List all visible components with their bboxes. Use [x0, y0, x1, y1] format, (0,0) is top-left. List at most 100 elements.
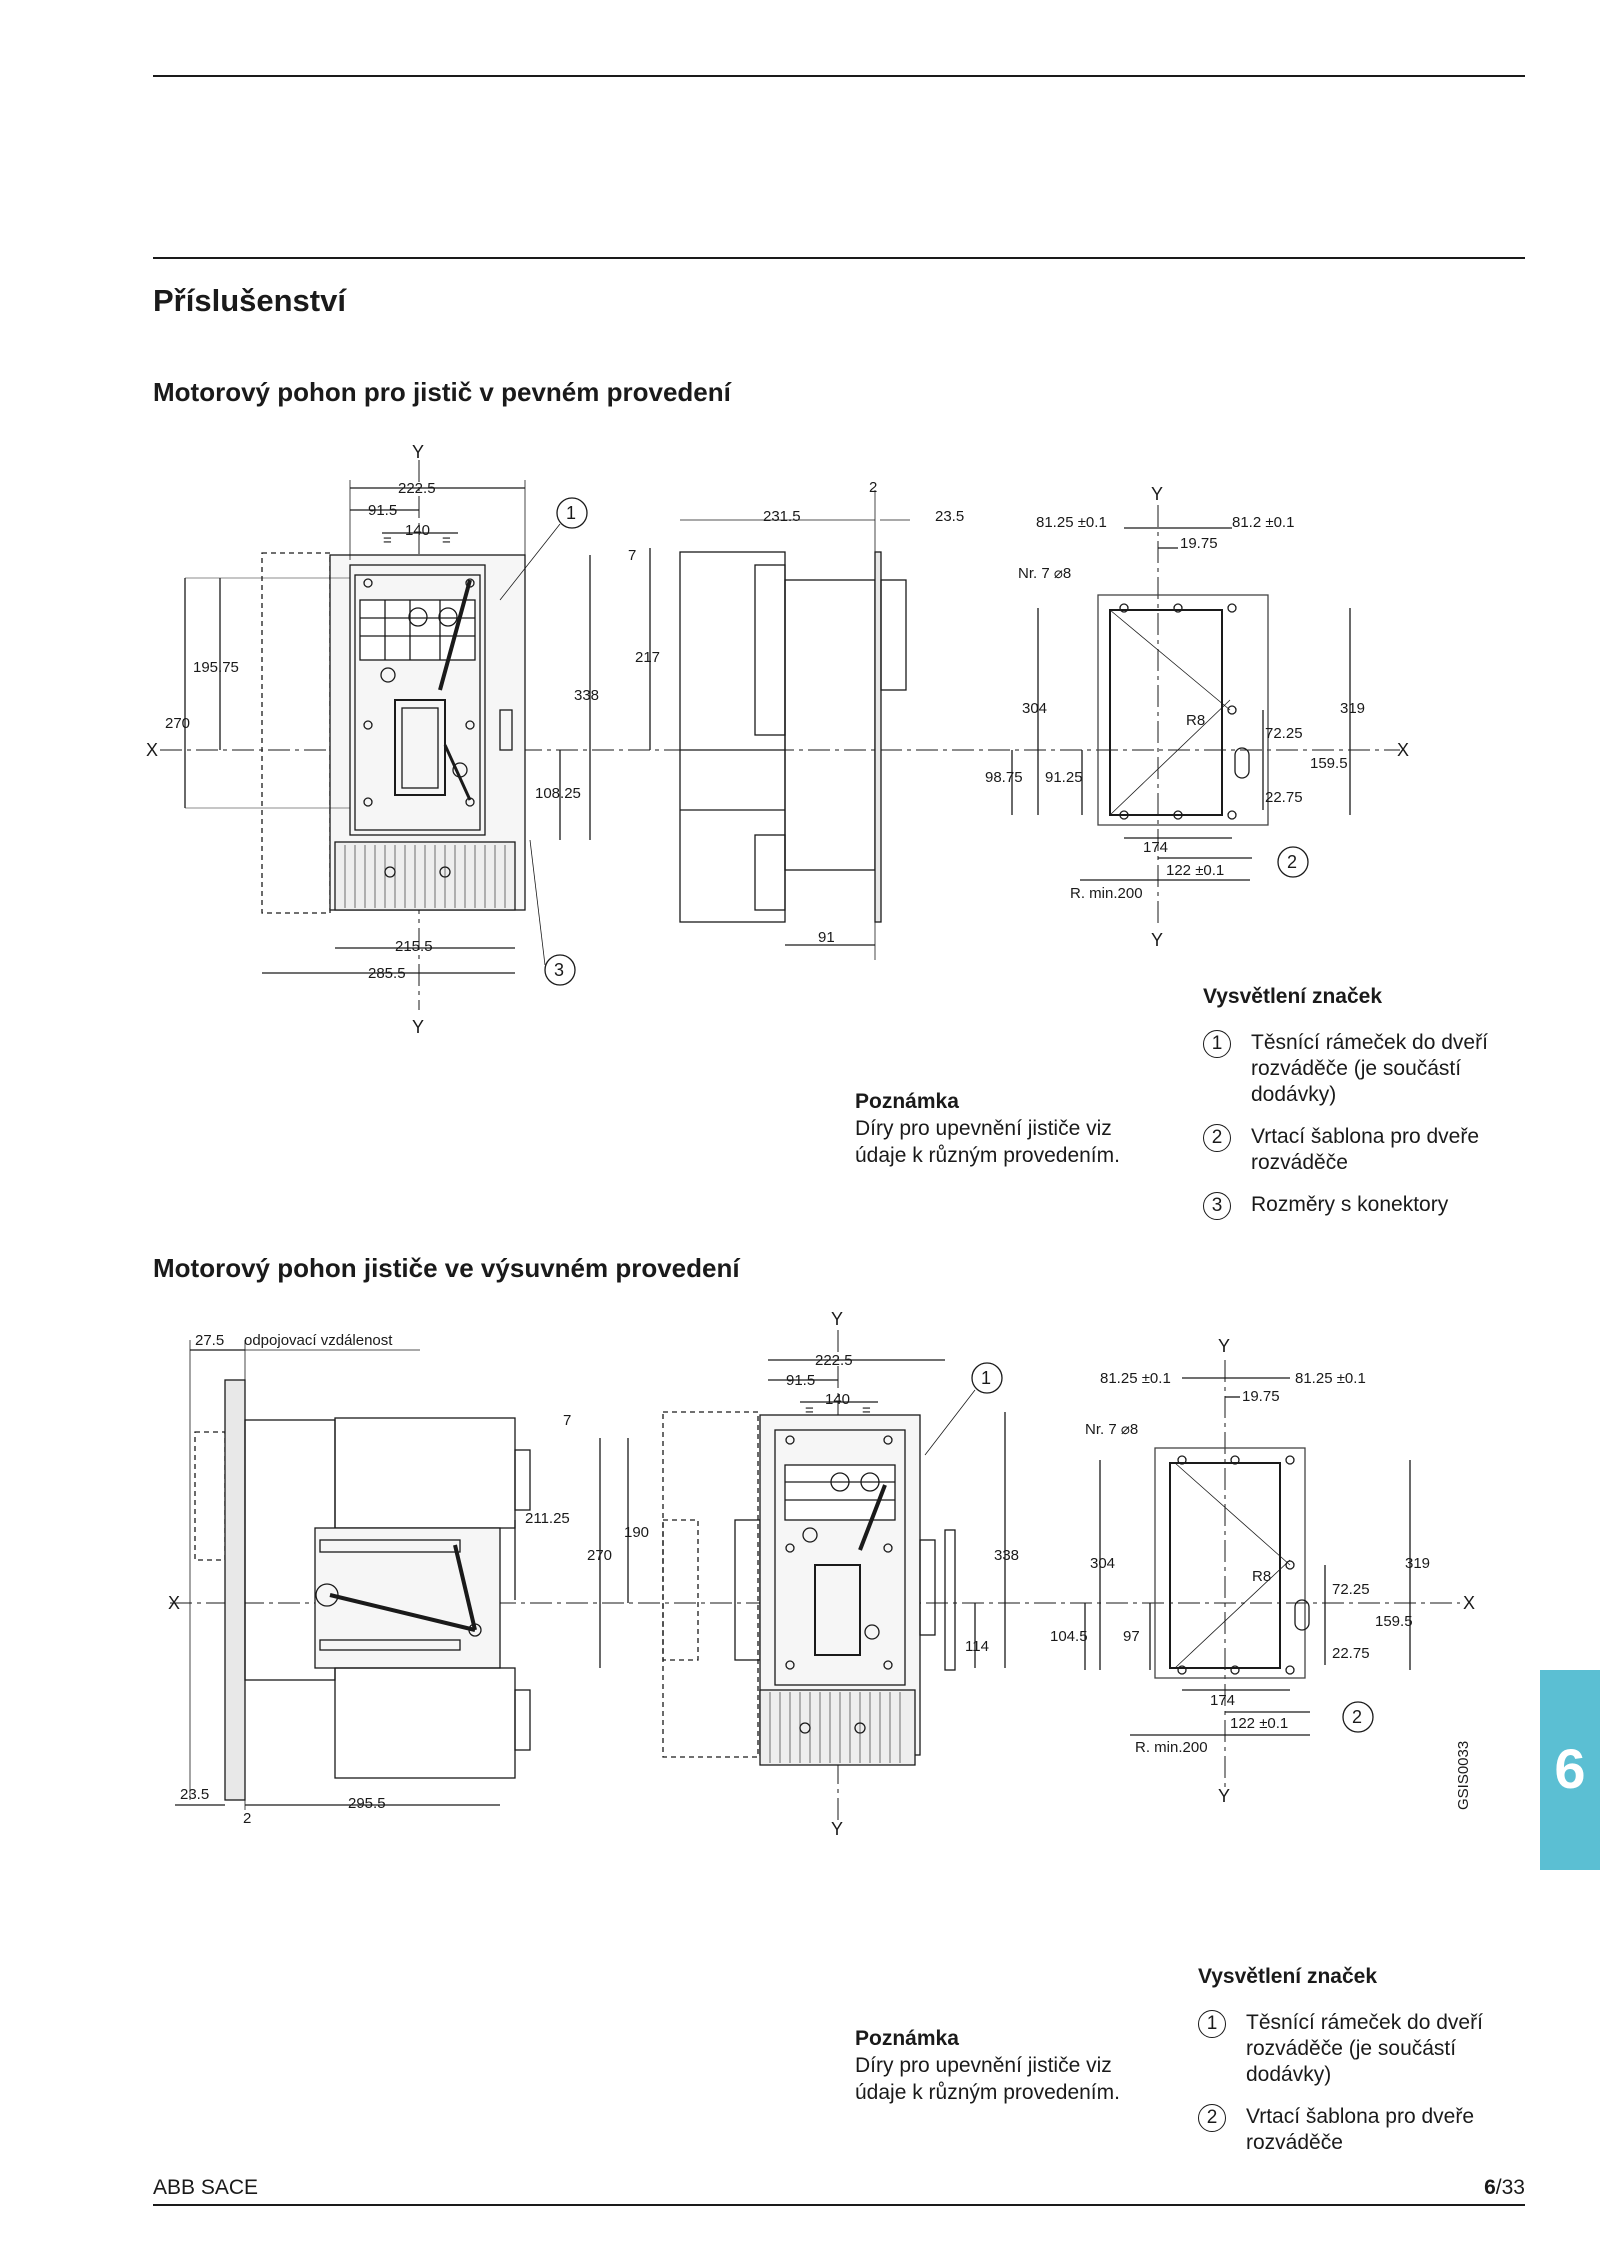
svg-text:91.25: 91.25	[1045, 769, 1083, 786]
footer-rule	[153, 2204, 1525, 2206]
legend-text: Těsnící rámeček do dveří rozváděče (je s…	[1246, 2011, 1483, 2086]
svg-text:R8: R8	[1252, 1568, 1271, 1585]
svg-text:2: 2	[243, 1810, 251, 1827]
withdrawable-heading: Motorový pohon jističe ve výsuvném prove…	[153, 1253, 740, 1283]
svg-text:91.5: 91.5	[786, 1372, 815, 1389]
legend-text: Vrtací šablona pro dveře rozváděče	[1251, 1125, 1480, 1174]
svg-text:319: 319	[1340, 700, 1365, 717]
svg-text:91.5: 91.5	[368, 502, 397, 519]
legend-item: 1 Těsnící rámeček do dveří rozváděče (je…	[1198, 2010, 1498, 2088]
legend-item: 3 Rozměry s konektory	[1203, 1192, 1503, 1220]
svg-text:285.5: 285.5	[368, 965, 406, 982]
svg-text:19.75: 19.75	[1180, 535, 1218, 552]
top-rule	[153, 75, 1525, 77]
svg-text:27.5: 27.5	[195, 1332, 224, 1349]
svg-text:91: 91	[818, 929, 835, 946]
svg-text:X: X	[1463, 1593, 1475, 1613]
svg-text:319: 319	[1405, 1555, 1430, 1572]
legend-title: Vysvětlení značek	[1198, 1965, 1377, 1988]
svg-text:174: 174	[1143, 839, 1168, 856]
svg-text:odpojovací vzdálenost: odpojovací vzdálenost	[244, 1332, 393, 1349]
note-text-1: Díry pro upevnění jističe viz	[855, 1117, 1112, 1140]
svg-text:Y: Y	[831, 1819, 843, 1839]
legend-number: 2	[1198, 2104, 1226, 2132]
svg-text:97: 97	[1123, 1628, 1140, 1645]
svg-text:98.75: 98.75	[985, 769, 1023, 786]
svg-text:338: 338	[994, 1547, 1019, 1564]
svg-text:211.25: 211.25	[525, 1510, 570, 1527]
svg-text:22.75: 22.75	[1332, 1645, 1370, 1662]
svg-text:Nr. 7 ⌀8: Nr. 7 ⌀8	[1085, 1421, 1138, 1438]
legend-number: 1	[1198, 2010, 1226, 2038]
note-text-2: údaje k různým provedením.	[855, 1144, 1120, 1167]
legend-number: 1	[1203, 1030, 1231, 1058]
note-text-1: Díry pro upevnění jističe viz	[855, 2054, 1112, 2077]
svg-text:222.5: 222.5	[398, 480, 436, 497]
page-number: 6/33	[1484, 2176, 1525, 2199]
svg-text:X: X	[168, 1593, 180, 1613]
svg-text:7: 7	[628, 547, 636, 564]
svg-text:104.5: 104.5	[1050, 1628, 1088, 1645]
svg-text:=: =	[383, 532, 392, 549]
withdrawable-drawing: 27.5 odpojovací vzdálenost 7 211.25 23.5…	[140, 1300, 1480, 1840]
svg-text:1: 1	[981, 1368, 991, 1388]
svg-text:231.5: 231.5	[763, 508, 801, 525]
legend-number: 2	[1203, 1124, 1231, 1152]
svg-text:19.75: 19.75	[1242, 1388, 1280, 1405]
svg-text:R. min.200: R. min.200	[1070, 885, 1143, 902]
svg-text:Y: Y	[831, 1309, 843, 1329]
legend-number: 3	[1203, 1192, 1231, 1220]
svg-text:X: X	[1397, 740, 1409, 760]
svg-text:Nr. 7 ⌀8: Nr. 7 ⌀8	[1018, 565, 1071, 582]
chapter-tab[interactable]: 6	[1540, 1670, 1600, 1870]
svg-text:122 ±0.1: 122 ±0.1	[1166, 862, 1224, 879]
withdrawable-legend: Vysvětlení značek 1 Těsnící rámeček do d…	[1198, 1964, 1498, 2172]
svg-text:222.5: 222.5	[815, 1352, 853, 1369]
fixed-heading: Motorový pohon pro jistič v pevném prove…	[153, 377, 731, 407]
svg-text:2: 2	[1287, 852, 1297, 872]
svg-text:7: 7	[563, 1412, 571, 1429]
svg-text:R. min.200: R. min.200	[1135, 1739, 1208, 1756]
svg-text:Y: Y	[1218, 1786, 1230, 1806]
svg-text:=: =	[442, 532, 451, 549]
legend-item: 2 Vrtací šablona pro dveře rozváděče	[1203, 1124, 1503, 1176]
svg-text:217: 217	[635, 649, 660, 666]
legend-text: Vrtací šablona pro dveře rozváděče	[1246, 2105, 1475, 2154]
svg-text:81.25 ±0.1: 81.25 ±0.1	[1036, 514, 1107, 531]
svg-text:2: 2	[869, 479, 877, 496]
svg-text:270: 270	[587, 1547, 612, 1564]
svg-text:81.25 ±0.1: 81.25 ±0.1	[1100, 1370, 1171, 1387]
svg-text:72.25: 72.25	[1265, 725, 1303, 742]
svg-text:=: =	[862, 1402, 871, 1419]
svg-text:108.25: 108.25	[535, 785, 581, 802]
svg-text:190: 190	[624, 1524, 649, 1541]
svg-text:140: 140	[825, 1391, 850, 1408]
fixed-note: Poznámka Díry pro upevnění jističe viz ú…	[855, 1088, 1120, 1169]
svg-text:=: =	[805, 1402, 814, 1419]
svg-text:304: 304	[1022, 700, 1047, 717]
svg-text:195.75: 195.75	[193, 659, 239, 676]
svg-text:270: 270	[165, 715, 190, 732]
svg-text:72.25: 72.25	[1332, 1581, 1370, 1598]
note-title: Poznámka	[855, 2027, 959, 2050]
svg-text:R8: R8	[1186, 712, 1205, 729]
svg-text:GSIS0033: GSIS0033	[1455, 1741, 1472, 1810]
legend-text: Těsnící rámeček do dveří rozváděče (je s…	[1251, 1031, 1488, 1106]
svg-text:295.5: 295.5	[348, 1795, 386, 1812]
svg-text:Y: Y	[1151, 484, 1163, 504]
svg-text:23.5: 23.5	[180, 1786, 209, 1803]
withdrawable-note: Poznámka Díry pro upevnění jističe viz ú…	[855, 2025, 1120, 2106]
svg-text:159.5: 159.5	[1310, 755, 1348, 772]
svg-text:159.5: 159.5	[1375, 1613, 1413, 1630]
svg-text:114: 114	[965, 1638, 989, 1655]
section-rule	[153, 257, 1525, 259]
fixed-legend: Vysvětlení značek 1 Těsnící rámeček do d…	[1203, 984, 1503, 1234]
chapter-number: 6	[1554, 1737, 1586, 1800]
fixed-drawing: 222.5 91.5 140 = = 195.75 270 338 108.25…	[140, 430, 1480, 1040]
svg-text:Y: Y	[412, 1017, 424, 1037]
svg-text:1: 1	[566, 503, 576, 523]
svg-text:304: 304	[1090, 1555, 1115, 1572]
note-title: Poznámka	[855, 1090, 959, 1113]
section-title: Příslušenství	[153, 283, 346, 318]
svg-text:122 ±0.1: 122 ±0.1	[1230, 1715, 1288, 1732]
